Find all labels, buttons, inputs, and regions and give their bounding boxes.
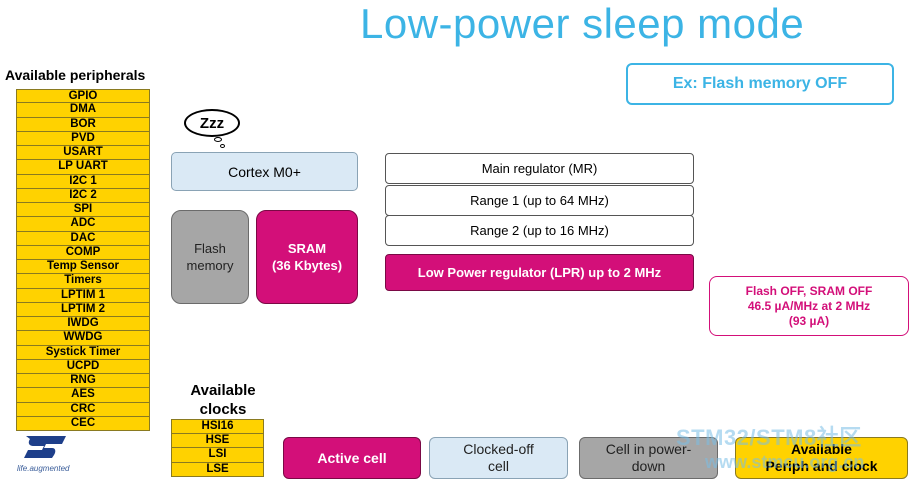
peripheral-item: LPTIM 1 bbox=[16, 288, 150, 303]
legend-avail-line2: Periph and clock bbox=[765, 458, 878, 474]
peripheral-item: LP UART bbox=[16, 160, 150, 175]
clock-item: HSE bbox=[171, 433, 264, 448]
peripheral-item: SPI bbox=[16, 203, 150, 218]
peripheral-item: USART bbox=[16, 146, 150, 161]
peripheral-item: WWDG bbox=[16, 331, 150, 346]
spec-line1: Flash OFF, SRAM OFF bbox=[745, 283, 873, 298]
peripherals-title: Available peripherals bbox=[5, 67, 146, 83]
legend-avail-line1: Available bbox=[791, 441, 852, 457]
legend-clocked-line2: cell bbox=[487, 458, 509, 474]
peripheral-item: AES bbox=[16, 388, 150, 403]
peripheral-item: COMP bbox=[16, 245, 150, 260]
legend-clocked-off-cell: Clocked-off cell bbox=[429, 437, 568, 479]
peripheral-item: CRC bbox=[16, 402, 150, 417]
peripheral-item: UCPD bbox=[16, 359, 150, 374]
clock-item: LSE bbox=[171, 462, 264, 477]
clocks-title-line2: clocks bbox=[199, 401, 247, 418]
spec-line2: 46.5 µA/MHz at 2 MHz bbox=[747, 298, 871, 313]
clocks-title-line1: Available bbox=[190, 382, 256, 399]
legend-power-down-cell: Cell in power- down bbox=[579, 437, 718, 479]
st-logo-icon bbox=[24, 436, 66, 458]
peripheral-item: ADC bbox=[16, 217, 150, 232]
cortex-core-cell: Cortex M0+ bbox=[171, 152, 358, 191]
clocks-title: Available clocks bbox=[168, 381, 278, 419]
clock-item: HSI16 bbox=[171, 419, 264, 434]
legend-active-cell: Active cell bbox=[283, 437, 421, 479]
sleep-bubble: Zzz bbox=[184, 109, 240, 137]
clocks-list: HSI16 HSE LSI LSE bbox=[171, 419, 264, 477]
peripheral-item: Systick Timer bbox=[16, 345, 150, 360]
peripheral-item: Timers bbox=[16, 274, 150, 289]
peripheral-item: BOR bbox=[16, 117, 150, 132]
sram-cell: SRAM (36 Kbytes) bbox=[256, 210, 358, 304]
range2-cell: Range 2 (up to 16 MHz) bbox=[385, 215, 694, 246]
sram-label-line1: SRAM bbox=[287, 241, 327, 256]
sleep-bubble-dot bbox=[214, 137, 222, 142]
peripheral-item: LPTIM 2 bbox=[16, 302, 150, 317]
watermark-line2: www.stmcu.org.cn bbox=[705, 452, 865, 472]
power-spec-box: Flash OFF, SRAM OFF 46.5 µA/MHz at 2 MHz… bbox=[709, 276, 909, 336]
peripheral-item: DMA bbox=[16, 103, 150, 118]
main-regulator-cell: Main regulator (MR) bbox=[385, 153, 694, 184]
range1-cell: Range 1 (up to 64 MHz) bbox=[385, 185, 694, 216]
flash-label-line1: Flash bbox=[194, 241, 226, 256]
legend-available-cell: Available Periph and clock bbox=[735, 437, 908, 479]
legend-clocked-line1: Clocked-off bbox=[463, 441, 534, 457]
lpr-cell: Low Power regulator (LPR) up to 2 MHz bbox=[385, 254, 694, 291]
spec-line3: (93 µA) bbox=[788, 313, 830, 328]
peripheral-item: DAC bbox=[16, 231, 150, 246]
page-title: Low-power sleep mode bbox=[360, 0, 805, 47]
legend-power-line1: Cell in power- bbox=[605, 441, 692, 457]
watermark-line1: STM32/STM8社区 bbox=[676, 425, 862, 450]
flash-memory-cell: Flash memory bbox=[171, 210, 249, 304]
logo-tagline: life.augmented bbox=[17, 464, 70, 473]
peripheral-item: I2C 2 bbox=[16, 188, 150, 203]
peripheral-item: I2C 1 bbox=[16, 174, 150, 189]
peripheral-item: CEC bbox=[16, 416, 150, 431]
sleep-bubble-dot bbox=[220, 144, 225, 148]
peripheral-item: PVD bbox=[16, 131, 150, 146]
peripheral-item: IWDG bbox=[16, 317, 150, 332]
legend-power-line2: down bbox=[631, 458, 666, 474]
peripherals-list: GPIO DMA BOR PVD USART LP UART I2C 1 I2C… bbox=[16, 89, 150, 431]
clock-item: LSI bbox=[171, 448, 264, 463]
sram-label-line2: (36 Kbytes) bbox=[271, 258, 343, 273]
example-box: Ex: Flash memory OFF bbox=[626, 63, 894, 105]
peripheral-item: GPIO bbox=[16, 89, 150, 104]
flash-label-line2: memory bbox=[186, 258, 234, 273]
peripheral-item: Temp Sensor bbox=[16, 260, 150, 275]
peripheral-item: RNG bbox=[16, 374, 150, 389]
